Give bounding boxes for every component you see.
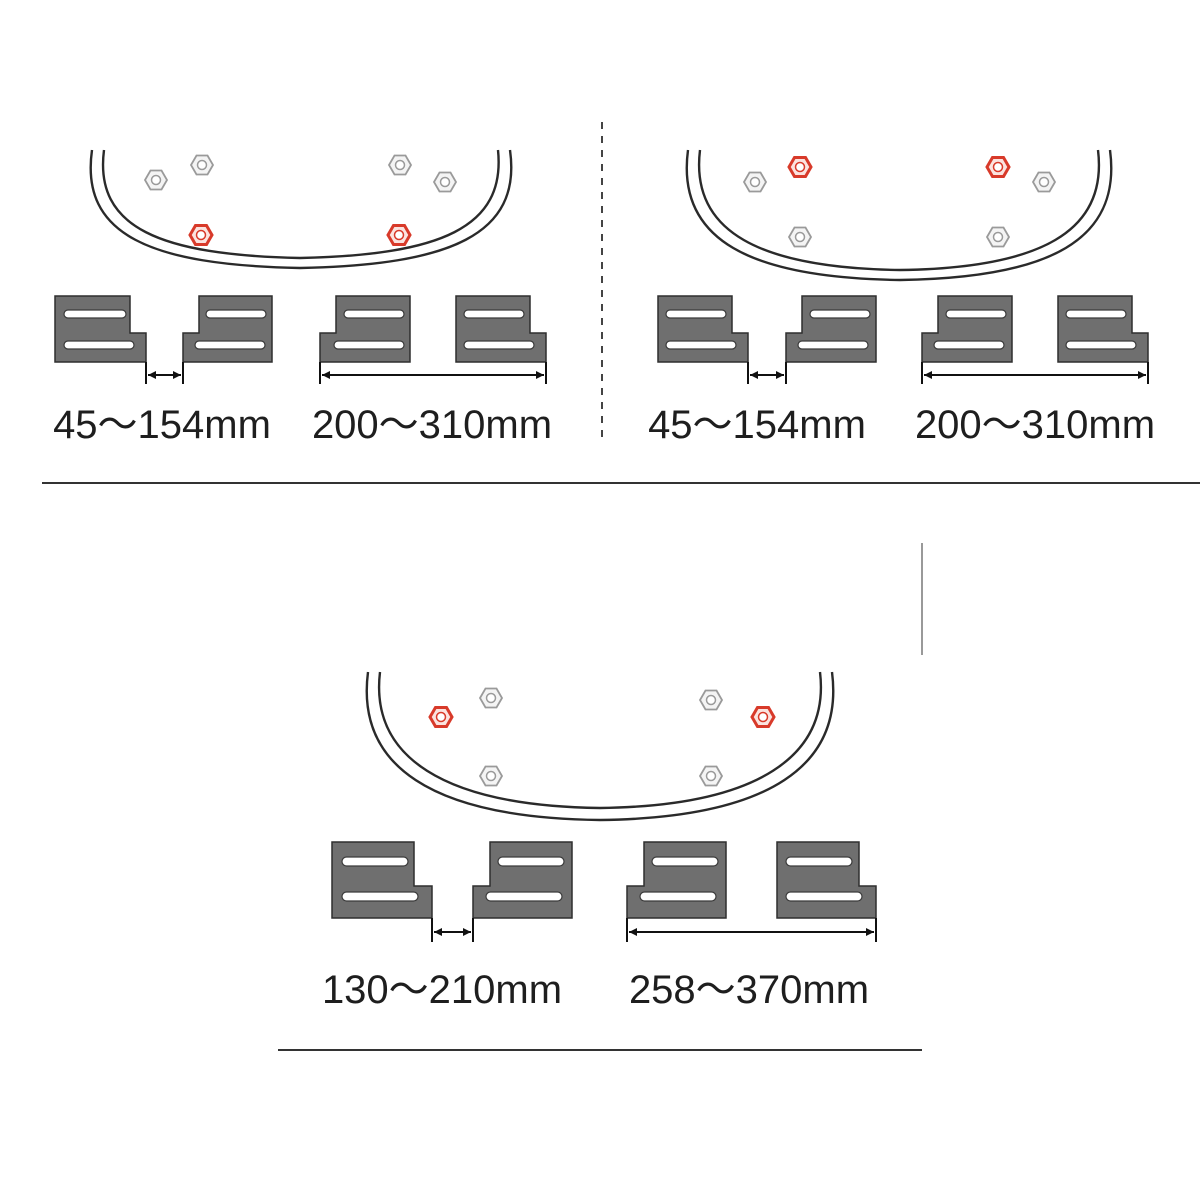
bracket-1 — [657, 295, 749, 363]
bracket-4 — [776, 841, 877, 919]
outer-range-label: 258～370mm — [629, 968, 869, 1012]
bracket-2 — [785, 295, 877, 363]
nut-back-inner-right — [387, 154, 413, 176]
bracket-2 — [472, 841, 573, 919]
bracket-4 — [455, 295, 547, 363]
outer-dimension-arrow — [626, 918, 877, 942]
slotted-bracket-icon — [921, 295, 1013, 363]
slotted-bracket-icon — [657, 295, 749, 363]
panel-top-right: 45～154mm 200～310mm — [648, 149, 1155, 447]
inner-dimension-arrow — [747, 362, 787, 384]
nut-back-inner-left — [189, 154, 215, 176]
slotted-bracket-icon — [54, 295, 147, 363]
nut-back-right — [432, 171, 458, 193]
panel-bottom: 130～210mm 258～370mm — [322, 671, 877, 1012]
nut-front-left — [787, 226, 813, 248]
nut-back-right — [985, 156, 1011, 178]
nut-side-right — [750, 706, 776, 728]
nut-back-left — [787, 156, 813, 178]
nut-back-left — [478, 687, 504, 709]
bracket-1 — [54, 295, 147, 363]
slotted-bracket-icon — [319, 295, 411, 363]
nut-front-right — [698, 765, 724, 787]
toilet-base-outline — [685, 149, 1113, 282]
nut-side-left — [742, 171, 768, 193]
nut-side-right — [1031, 171, 1057, 193]
slotted-bracket-icon — [455, 295, 547, 363]
nut-front-right — [386, 224, 412, 246]
outer-range-label: 200～310mm — [312, 403, 552, 447]
inner-range-label: 45～154mm — [53, 403, 271, 447]
toilet-base-outline — [89, 149, 513, 270]
slotted-bracket-icon — [1057, 295, 1149, 363]
outer-dimension-arrow — [921, 362, 1149, 384]
toilet-base-outline — [365, 671, 835, 822]
nut-front-left — [188, 224, 214, 246]
inner-dimension-arrow — [145, 362, 184, 384]
bracket-3 — [921, 295, 1013, 363]
nut-back-left — [143, 169, 169, 191]
bracket-3 — [319, 295, 411, 363]
slotted-bracket-icon — [331, 841, 433, 919]
slotted-bracket-icon — [472, 841, 573, 919]
outer-dimension-arrow — [319, 362, 547, 384]
bracket-1 — [331, 841, 433, 919]
panel-top-left: 45～154mm 200～310mm — [53, 149, 552, 447]
inner-range-label: 130～210mm — [322, 968, 562, 1012]
bracket-4 — [1057, 295, 1149, 363]
inner-dimension-arrow — [431, 918, 474, 942]
nut-side-left — [428, 706, 454, 728]
slotted-bracket-icon — [626, 841, 727, 919]
inner-range-label: 45～154mm — [648, 403, 866, 447]
slotted-bracket-icon — [182, 295, 273, 363]
slotted-bracket-icon — [776, 841, 877, 919]
nut-back-right — [698, 689, 724, 711]
nut-front-left — [478, 765, 504, 787]
nut-front-right — [985, 226, 1011, 248]
slotted-bracket-icon — [785, 295, 877, 363]
bracket-2 — [182, 295, 273, 363]
bracket-3 — [626, 841, 727, 919]
outer-range-label: 200～310mm — [915, 403, 1155, 447]
